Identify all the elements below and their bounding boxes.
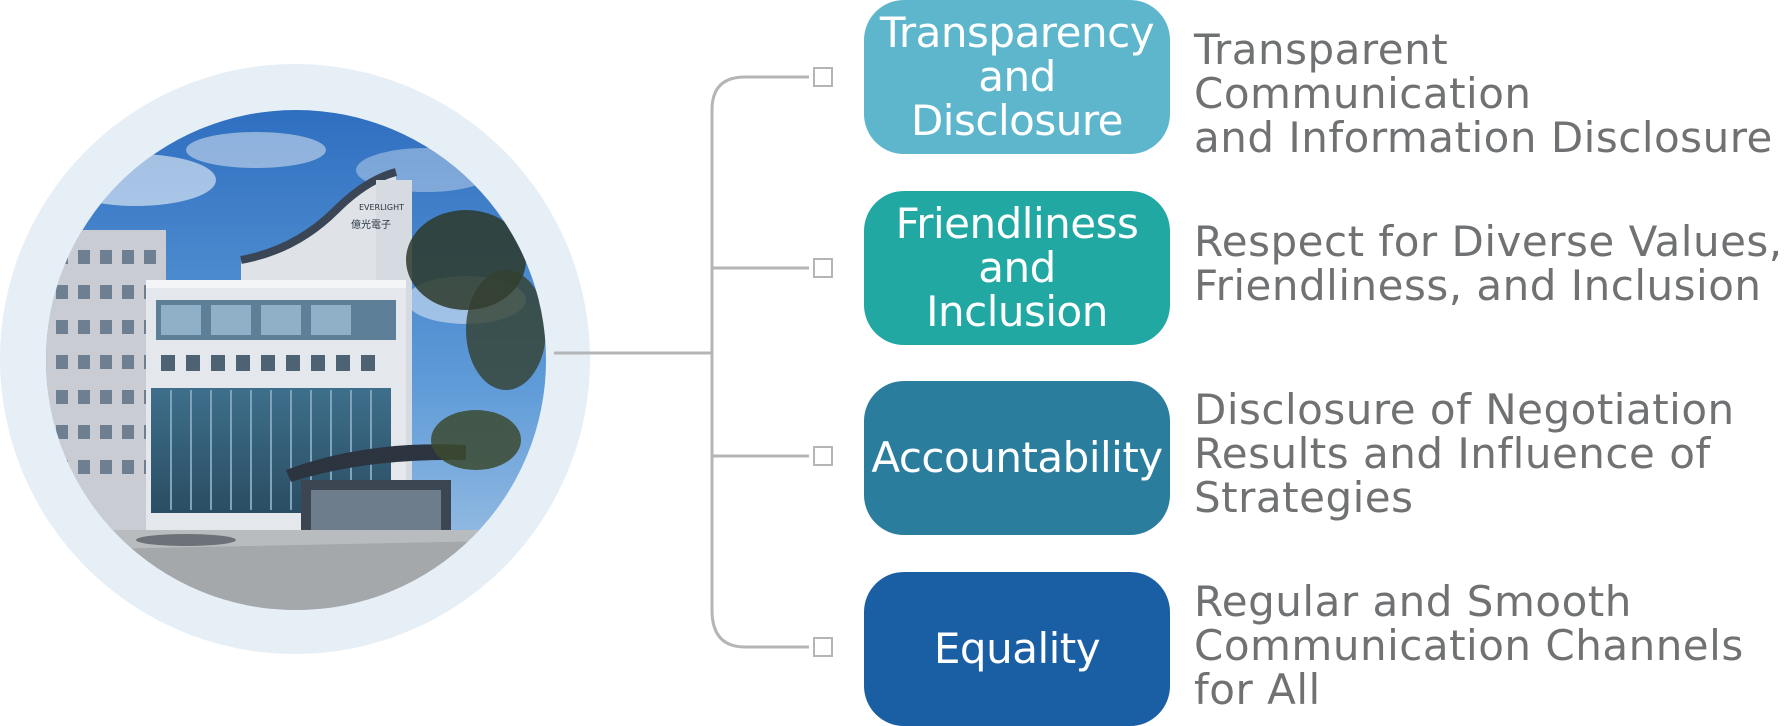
node-box-1 — [813, 67, 833, 87]
principle-description: Transparent Communication and Informatio… — [1194, 25, 1773, 162]
branch-line-3 — [710, 353, 809, 458]
node-box-2 — [813, 258, 833, 278]
principle-label: Friendliness and Inclusion — [895, 199, 1139, 336]
branch-line-2 — [710, 266, 809, 353]
branch-line-1 — [710, 75, 809, 353]
principle-transparency: Transparency and Disclosure — [864, 0, 1170, 154]
principle-description: Regular and Smooth Communication Channel… — [1194, 577, 1744, 714]
node-box-3 — [813, 446, 833, 466]
principle-description: Respect for Diverse Values, Friendliness… — [1194, 217, 1783, 310]
principle-equality: Equality — [864, 572, 1170, 726]
principle-label: Accountability — [871, 433, 1163, 482]
principle-accountability: Accountability — [864, 381, 1170, 535]
principle-friendliness: Friendliness and Inclusion — [864, 191, 1170, 345]
principle-label: Equality — [933, 624, 1101, 673]
branch-line-4 — [710, 353, 809, 649]
principle-label: Transparency and Disclosure — [879, 8, 1155, 145]
sign-cjk: 億光電子 — [351, 218, 391, 231]
node-box-4 — [813, 637, 833, 657]
principle-description: Disclosure of Negotiation Results and In… — [1194, 385, 1735, 522]
sign-latin: EVERLIGHT — [359, 203, 404, 212]
